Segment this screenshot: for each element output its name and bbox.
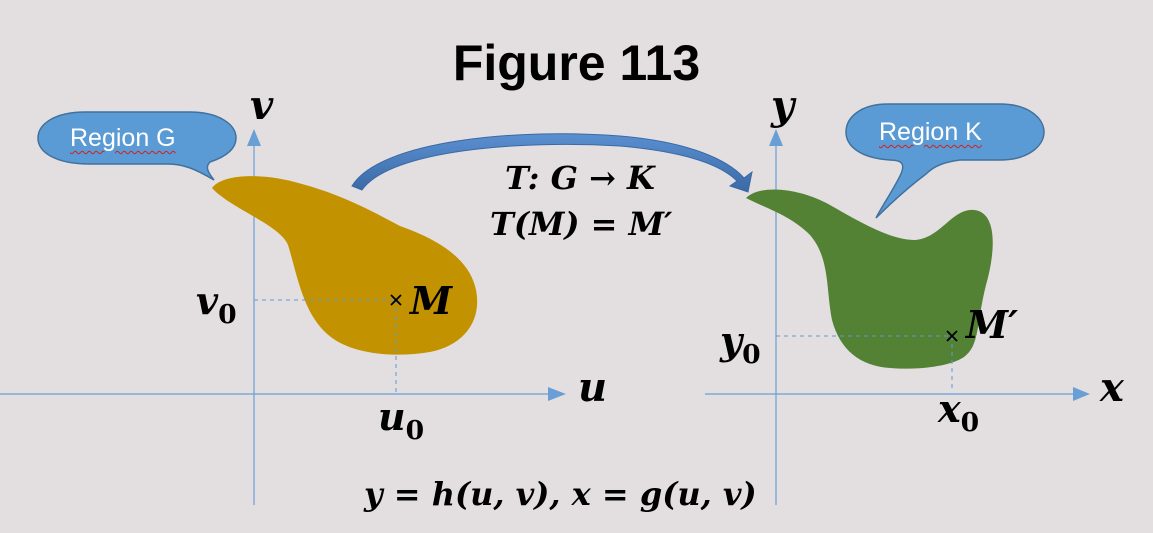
left-axis-v-label: v: [250, 82, 274, 129]
right-vertical-arrowhead: [769, 129, 783, 146]
left-tick-v0-sub: 0: [218, 299, 237, 331]
right-axis-x-label: x: [1100, 364, 1124, 411]
region-k-label: Region K: [879, 118, 982, 146]
point-m-prime-label: M′: [966, 302, 1019, 347]
point-m-prime-marker: [946, 330, 958, 342]
mapping-line-1: T: G → K: [505, 159, 655, 197]
region-k-shape: [746, 189, 993, 369]
left-horizontal-arrowhead: [548, 387, 566, 401]
right-tick-x0: x0: [938, 390, 979, 437]
left-vertical-arrowhead: [247, 129, 261, 146]
left-axis-u-label: u: [578, 364, 608, 411]
right-tick-y0: y0: [720, 322, 761, 369]
callout-region-k: [845, 103, 1045, 219]
transformation-formula: y = h(u, v), x = g(u, v): [364, 475, 757, 513]
figure-title: Figure 113: [452, 35, 701, 91]
right-tick-y0-sub: 0: [742, 339, 761, 371]
callout-region-g: [37, 111, 237, 181]
region-g-shape: [212, 176, 478, 355]
region-g-label: Region G: [70, 124, 176, 152]
right-tick-x0-letter: x: [938, 386, 961, 431]
right-axis-y-label: y: [771, 82, 795, 129]
mapping-line-2: T(M) = M′: [490, 205, 673, 243]
left-tick-v0: v0: [196, 282, 237, 329]
point-m-marker: [390, 294, 402, 306]
left-tick-u0-sub: 0: [405, 415, 425, 447]
left-tick-u0-letter: u: [378, 394, 406, 439]
mapping-arrow: [351, 133, 753, 193]
right-tick-y0-letter: y: [720, 318, 743, 363]
point-m-label: M: [410, 278, 453, 323]
right-tick-x0-sub: 0: [960, 407, 980, 439]
right-horizontal-arrowhead: [1073, 387, 1090, 401]
left-tick-u0: u0: [378, 398, 424, 445]
left-tick-v0-letter: v: [196, 278, 219, 323]
